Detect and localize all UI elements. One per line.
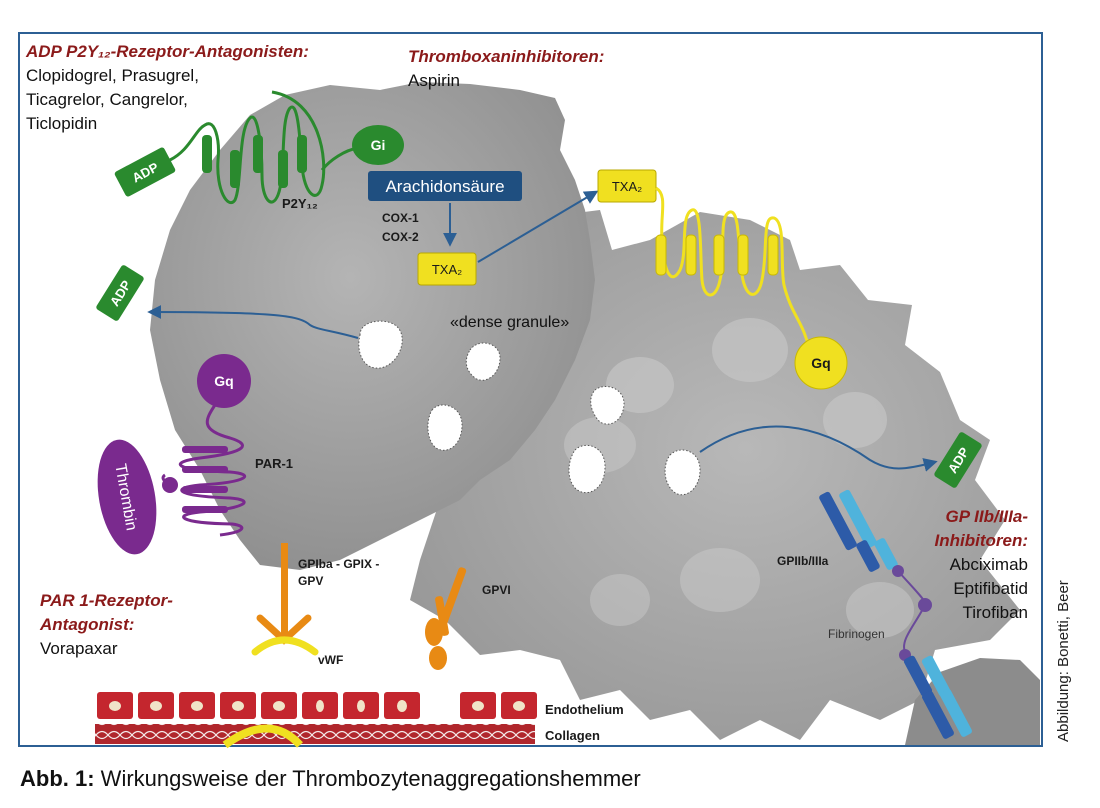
drug-group-par1: PAR 1-Rezeptor- Antagonist: Vorapaxar [39, 591, 173, 658]
p2y12-helices [202, 135, 307, 188]
thromboxane-drug-line-1: Aspirin [408, 71, 460, 90]
gp-drug-line-2: Eptifibatid [953, 579, 1028, 598]
gpvi-label: GPVI [482, 583, 511, 597]
drug-group-adp: ADP P2Y₁₂-Rezeptor-Antagonisten: Clopido… [25, 42, 309, 133]
drug-group-thromboxane: Thromboxaninhibitoren: Aspirin [408, 47, 604, 90]
gpib-complex [251, 543, 319, 656]
tp-receptor [655, 186, 817, 356]
figure-caption: Abb. 1: Wirkungsweise der Thrombozytenag… [20, 766, 641, 791]
cox2-label: COX-2 [382, 230, 419, 244]
gp2b3a-label: GPIIb/IIIa [777, 554, 829, 568]
arachidonic-box: Arachidonsäure [368, 171, 522, 201]
gp-drug-line-1: Abciximab [950, 555, 1028, 574]
gp-drug-line-3: Tirofiban [962, 603, 1028, 622]
endothelium-cells [97, 692, 537, 719]
txa2-inner-label: TXA₂ [432, 262, 462, 277]
dense-granules [358, 320, 701, 496]
txa2-inner: TXA₂ [417, 252, 477, 286]
par1-drug-title-2: Antagonist: [39, 615, 134, 634]
arachidonsaeure-label: Arachidonsäure [385, 177, 504, 196]
caption-text: Wirkungsweise der Thrombozytenaggregatio… [95, 766, 641, 791]
par1-drug-line-1: Vorapaxar [40, 639, 118, 658]
par1-helices [182, 446, 228, 513]
collagen-layer [95, 724, 535, 744]
gq-purple-label: Gq [214, 373, 233, 389]
gp-drug-title-2: Inhibitoren: [935, 531, 1028, 550]
caption-label: Abb. 1: [20, 766, 95, 791]
p2y12-label: P2Y₁₂ [282, 196, 318, 211]
platelets [150, 82, 1040, 745]
gpv-label: GPV [298, 574, 323, 588]
vessel-wall [95, 692, 537, 749]
gi-protein: Gi [352, 125, 404, 165]
gpib-label: GPIba - GPIX - [298, 557, 379, 571]
gi-label: Gi [371, 137, 386, 153]
par1-label: PAR-1 [255, 456, 293, 471]
cox1-label: COX-1 [382, 211, 419, 225]
thromboxane-drug-title: Thromboxaninhibitoren: [408, 47, 604, 66]
drug-group-gp2b3a: GP IIb/IIIa- Inhibitoren: Abciximab Epti… [935, 507, 1029, 622]
tp-helices [655, 234, 779, 276]
adp-drug-line-3: Ticlopidin [26, 114, 97, 133]
txa2-outer: TXA₂ [597, 169, 657, 203]
adp-bound: ADP [114, 147, 176, 197]
gpvi-receptor [425, 567, 467, 670]
vwf-label: vWF [318, 653, 343, 667]
thrombin: Thrombin [97, 439, 157, 555]
adp-released-left: ADP [96, 265, 144, 321]
gq-yellow-label: Gq [811, 355, 830, 371]
adp-drug-line-1: Clopidogrel, Prasugrel, [26, 66, 199, 85]
dense-granule-label: «dense granule» [450, 314, 569, 331]
txa2-outer-label: TXA₂ [612, 179, 642, 194]
image-credit: Abbildung: Bonetti, Beer [1055, 580, 1072, 742]
gp2b3a-receptor [819, 489, 972, 739]
fibrinogen-label: Fibrinogen [828, 627, 885, 641]
adp-drug-line-2: Ticagrelor, Cangrelor, [26, 90, 188, 109]
gq-yellow: Gq [794, 336, 848, 390]
collagen-label: Collagen [545, 728, 600, 743]
gq-purple: Gq [197, 354, 251, 408]
gp-drug-title-1: GP IIb/IIIa- [946, 507, 1029, 526]
adp-drug-title: ADP P2Y₁₂-Rezeptor-Antagonisten: [25, 42, 309, 61]
par1-drug-title-1: PAR 1-Rezeptor- [40, 591, 173, 610]
endothelium-label: Endothelium [545, 702, 624, 717]
